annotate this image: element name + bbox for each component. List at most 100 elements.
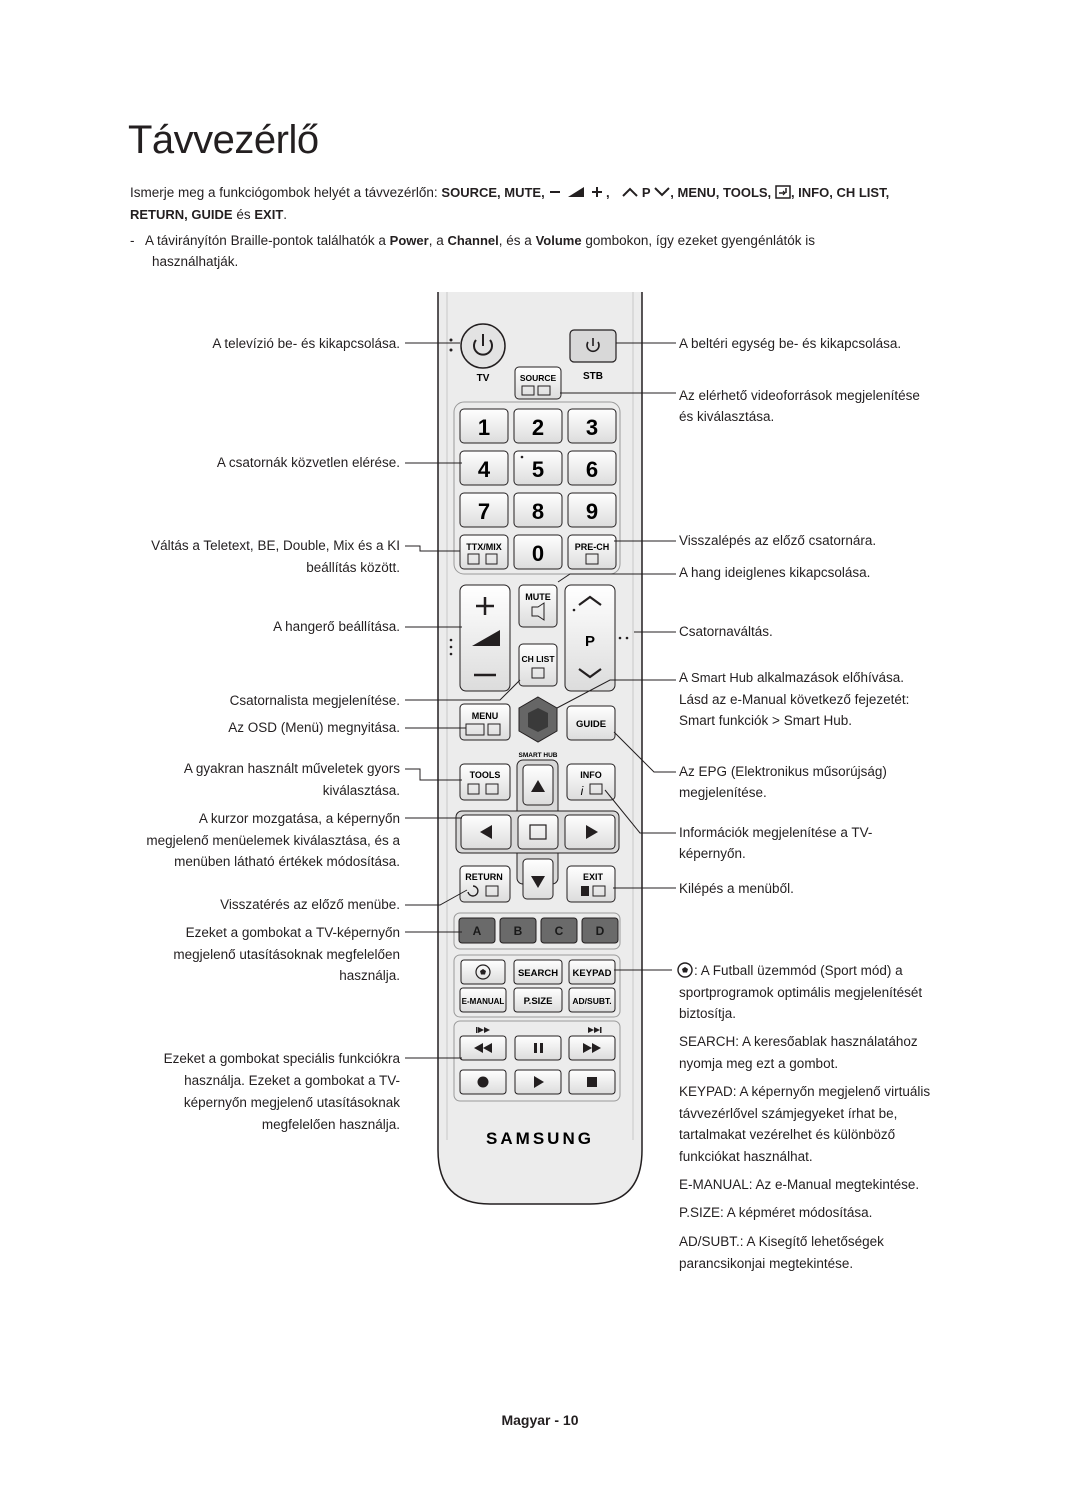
ttx-label: TTX/MIX [466,542,502,552]
color-button-d[interactable]: D [581,917,619,944]
dpad-down-button[interactable] [522,858,554,900]
number-button-5[interactable]: 5 [513,450,563,486]
emanual-c: e-Manual [775,1177,832,1192]
guide-button[interactable]: GUIDE [566,705,616,741]
skip-back-icon [476,1027,490,1033]
emanual-label: E-MANUAL [462,997,505,1006]
skip-forward-icon [588,1027,602,1033]
note-d: gombokon, így ezeket gyengénlátók is [585,233,815,248]
label-epg-1: Az EPG (Elektronikus műsorújság) [679,761,887,782]
label-tv-power: A televízió be- és kikapcsolása. [212,336,400,351]
dpad-left-button[interactable] [460,814,512,850]
label-teletext-2: beállítás között. [306,560,400,575]
dpad-enter-button[interactable] [517,814,559,850]
number-label: 1 [478,415,490,440]
menu-button[interactable]: MENU [459,703,511,741]
adsubt-2a: parancsikonjai [679,1256,766,1271]
info-button[interactable]: INFO i [566,763,616,801]
dpad-right-button[interactable] [564,814,616,850]
tv-power-button[interactable] [460,323,506,369]
braille-dot [520,455,524,459]
adsubt-button[interactable]: AD/SUBT. [568,987,616,1013]
channel-p: P [585,633,595,650]
football-1b: Futball üzemmód [712,963,817,978]
volume-rocker[interactable] [459,584,511,692]
number-button-2[interactable]: 2 [513,408,563,444]
color-button-c[interactable]: C [540,917,578,944]
adsubt-b: : A [739,1234,755,1249]
svg-text:,: , [606,185,610,199]
color-button-label: C [555,924,564,938]
number-button-3[interactable]: 3 [567,408,617,444]
search-button[interactable]: SEARCH [513,959,563,985]
label-info-2: képernyőn. [679,846,746,861]
label-source-2: és kiválasztása. [679,409,775,424]
smart-hub-button[interactable] [518,696,558,743]
number-label: 6 [586,457,598,482]
search-1b: : A keresőablak használatához [735,1034,918,1049]
record-button[interactable] [459,1069,507,1095]
channel-rocker[interactable]: P [564,584,616,692]
number-label: 3 [586,415,598,440]
chevron-down-icon [654,187,671,197]
prech-label: PRE-CH [575,542,610,552]
return-button[interactable]: RETURN [459,865,511,903]
tv-label: TV [477,373,490,384]
football-button[interactable] [460,959,506,985]
color-button-label: A [473,924,482,938]
number-button-1[interactable]: 1 [459,408,509,444]
number-label: 7 [478,499,490,524]
source-icon [775,185,791,199]
label-smarthub-2: Lásd az e-Manual következő fejezetét: [679,692,910,707]
psize-button[interactable]: P.SIZE [513,987,563,1013]
tools-button[interactable]: TOOLS [459,763,511,801]
channel-list-button[interactable]: CH LIST [518,643,558,687]
rewind-button[interactable] [459,1035,507,1061]
intro-note-line2: használhatják. [152,254,239,269]
emanual-button[interactable]: E-MANUAL [459,987,507,1013]
epg-1b: EPG [698,764,728,779]
intro-line-2: RETURN, GUIDE és EXIT. [130,207,288,222]
label-exit: Kilépés a menüből. [679,881,794,896]
exit-button[interactable]: EXIT [566,865,616,903]
return-label: RETURN [465,872,503,882]
play-button[interactable] [514,1069,562,1095]
label-adsubt-2: parancsikonjai megtekintése. [679,1253,853,1274]
menu-label: MENU [472,711,499,721]
smarthub-1c: alkalmazások előhívása. [756,670,905,685]
number-button-0[interactable]: 0 [513,534,563,570]
page-title: Távvezérlő [128,118,319,162]
leader-lines [405,342,676,1059]
color-button-a[interactable]: A [458,917,496,944]
brand-logo: SAMSUNG [486,1129,594,1148]
intro-exit: EXIT [254,207,284,222]
fast-forward-button[interactable] [568,1035,616,1061]
pause-button[interactable] [514,1035,562,1061]
label-keypad-1: KEYPAD: A képernyőn megjelenő virtuális [679,1081,930,1102]
mute-button[interactable]: MUTE [518,584,558,628]
number-button-8[interactable]: 8 [513,492,563,528]
adsubt-a: AD/SUBT. [679,1234,740,1249]
color-button-b[interactable]: B [499,917,537,944]
dpad-up-button[interactable] [522,764,554,806]
smarthub-label: SMART HUB [519,752,558,759]
number-button-9[interactable]: 9 [567,492,617,528]
number-button-4[interactable]: 4 [459,450,509,486]
search-label: SEARCH [518,968,558,979]
prech-button[interactable]: PRE-CH [567,534,617,570]
source-button[interactable]: SOURCE [514,366,562,400]
number-button-6[interactable]: 6 [567,450,617,486]
number-button-7[interactable]: 7 [459,492,509,528]
ttx-mix-button[interactable]: TTX/MIX [459,534,509,570]
mute-label: MUTE [525,592,551,602]
label-volume: A hangerő beállítása. [273,619,400,634]
keypad-button[interactable]: KEYPAD [568,959,616,985]
info-label: INFO [580,770,602,780]
stop-button[interactable] [568,1069,616,1095]
epg-1c: (Elektronikus műsorújság) [730,764,887,779]
stb-power-button[interactable] [569,329,617,363]
color-button-label: B [514,924,523,938]
number-label: 2 [532,415,544,440]
label-color-2: megjelenő utasításoknak megfelelően [173,947,400,962]
number-label: 4 [478,457,491,482]
